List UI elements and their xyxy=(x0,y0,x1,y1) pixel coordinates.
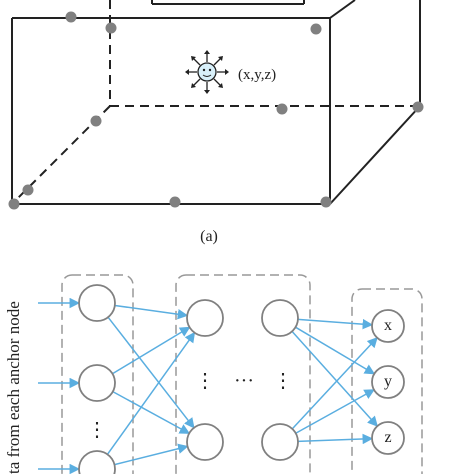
neurons xyxy=(78,284,405,474)
room-box xyxy=(11,0,421,205)
edge-in3-h1 xyxy=(106,331,196,455)
hidden-neuron-4 xyxy=(261,423,299,461)
hidden-vertical-dots-right: ⋮ xyxy=(273,370,293,392)
input-vertical-dots: ⋮ xyxy=(87,419,107,441)
edge-in2-h2 xyxy=(112,390,191,435)
anchor-dot-1 xyxy=(65,11,77,23)
edge-h1-out1 xyxy=(297,318,374,330)
anchor-dot-6 xyxy=(412,101,424,113)
anchor-dots xyxy=(8,11,424,210)
output-z-label: z xyxy=(384,429,391,446)
output-neuron-z xyxy=(371,421,405,455)
edge-in2-h1 xyxy=(112,326,191,375)
edge-h1-out3 xyxy=(291,330,378,427)
coordinate-label: (x,y,z) xyxy=(238,67,276,83)
hidden-neuron-1 xyxy=(186,299,224,337)
edge-h2-out1 xyxy=(291,336,378,430)
output-neuron-x xyxy=(371,309,405,343)
input-neuron-1 xyxy=(78,284,116,322)
hidden-vertical-dots-left: ⋮ xyxy=(195,370,215,392)
output-layer-box xyxy=(351,288,423,474)
edge-h1-out2 xyxy=(295,326,376,375)
anchor-dot-8 xyxy=(169,196,181,208)
edge-h2-out2 xyxy=(295,389,375,434)
hidden-layer-box xyxy=(175,274,311,474)
hidden-neuron-2 xyxy=(186,423,224,461)
connections xyxy=(38,297,378,474)
edge-in3-h2 xyxy=(114,443,189,466)
anchor-dot-3 xyxy=(105,22,117,34)
anchor-dot-10 xyxy=(8,198,20,210)
output-labels: x y z xyxy=(384,317,392,446)
target-node-icon xyxy=(185,50,229,94)
anchor-dot-4 xyxy=(90,115,102,127)
anchor-dot-7 xyxy=(22,184,34,196)
smiley-face xyxy=(197,62,217,82)
hidden-neuron-3 xyxy=(261,299,299,337)
output-neuron-y xyxy=(371,365,405,399)
output-x-label: x xyxy=(384,317,392,334)
input-neuron-3 xyxy=(78,450,116,474)
anchor-dot-9 xyxy=(320,196,332,208)
edge-h2-out3 xyxy=(297,433,374,445)
anchor-dot-2 xyxy=(310,23,322,35)
edge-in1-h1 xyxy=(114,304,189,320)
hidden-ellipsis: ··· xyxy=(234,370,254,392)
input-neuron-2 xyxy=(78,364,116,402)
caption-a: (a) xyxy=(200,228,218,245)
edge-in1-h2 xyxy=(107,316,195,429)
bottom-right-depth-edge xyxy=(329,105,421,205)
top-right-depth-edge xyxy=(329,0,356,19)
output-y-label: y xyxy=(384,373,392,390)
input-label: ta from each anchor node xyxy=(4,301,23,474)
anchor-dot-5 xyxy=(276,103,288,115)
